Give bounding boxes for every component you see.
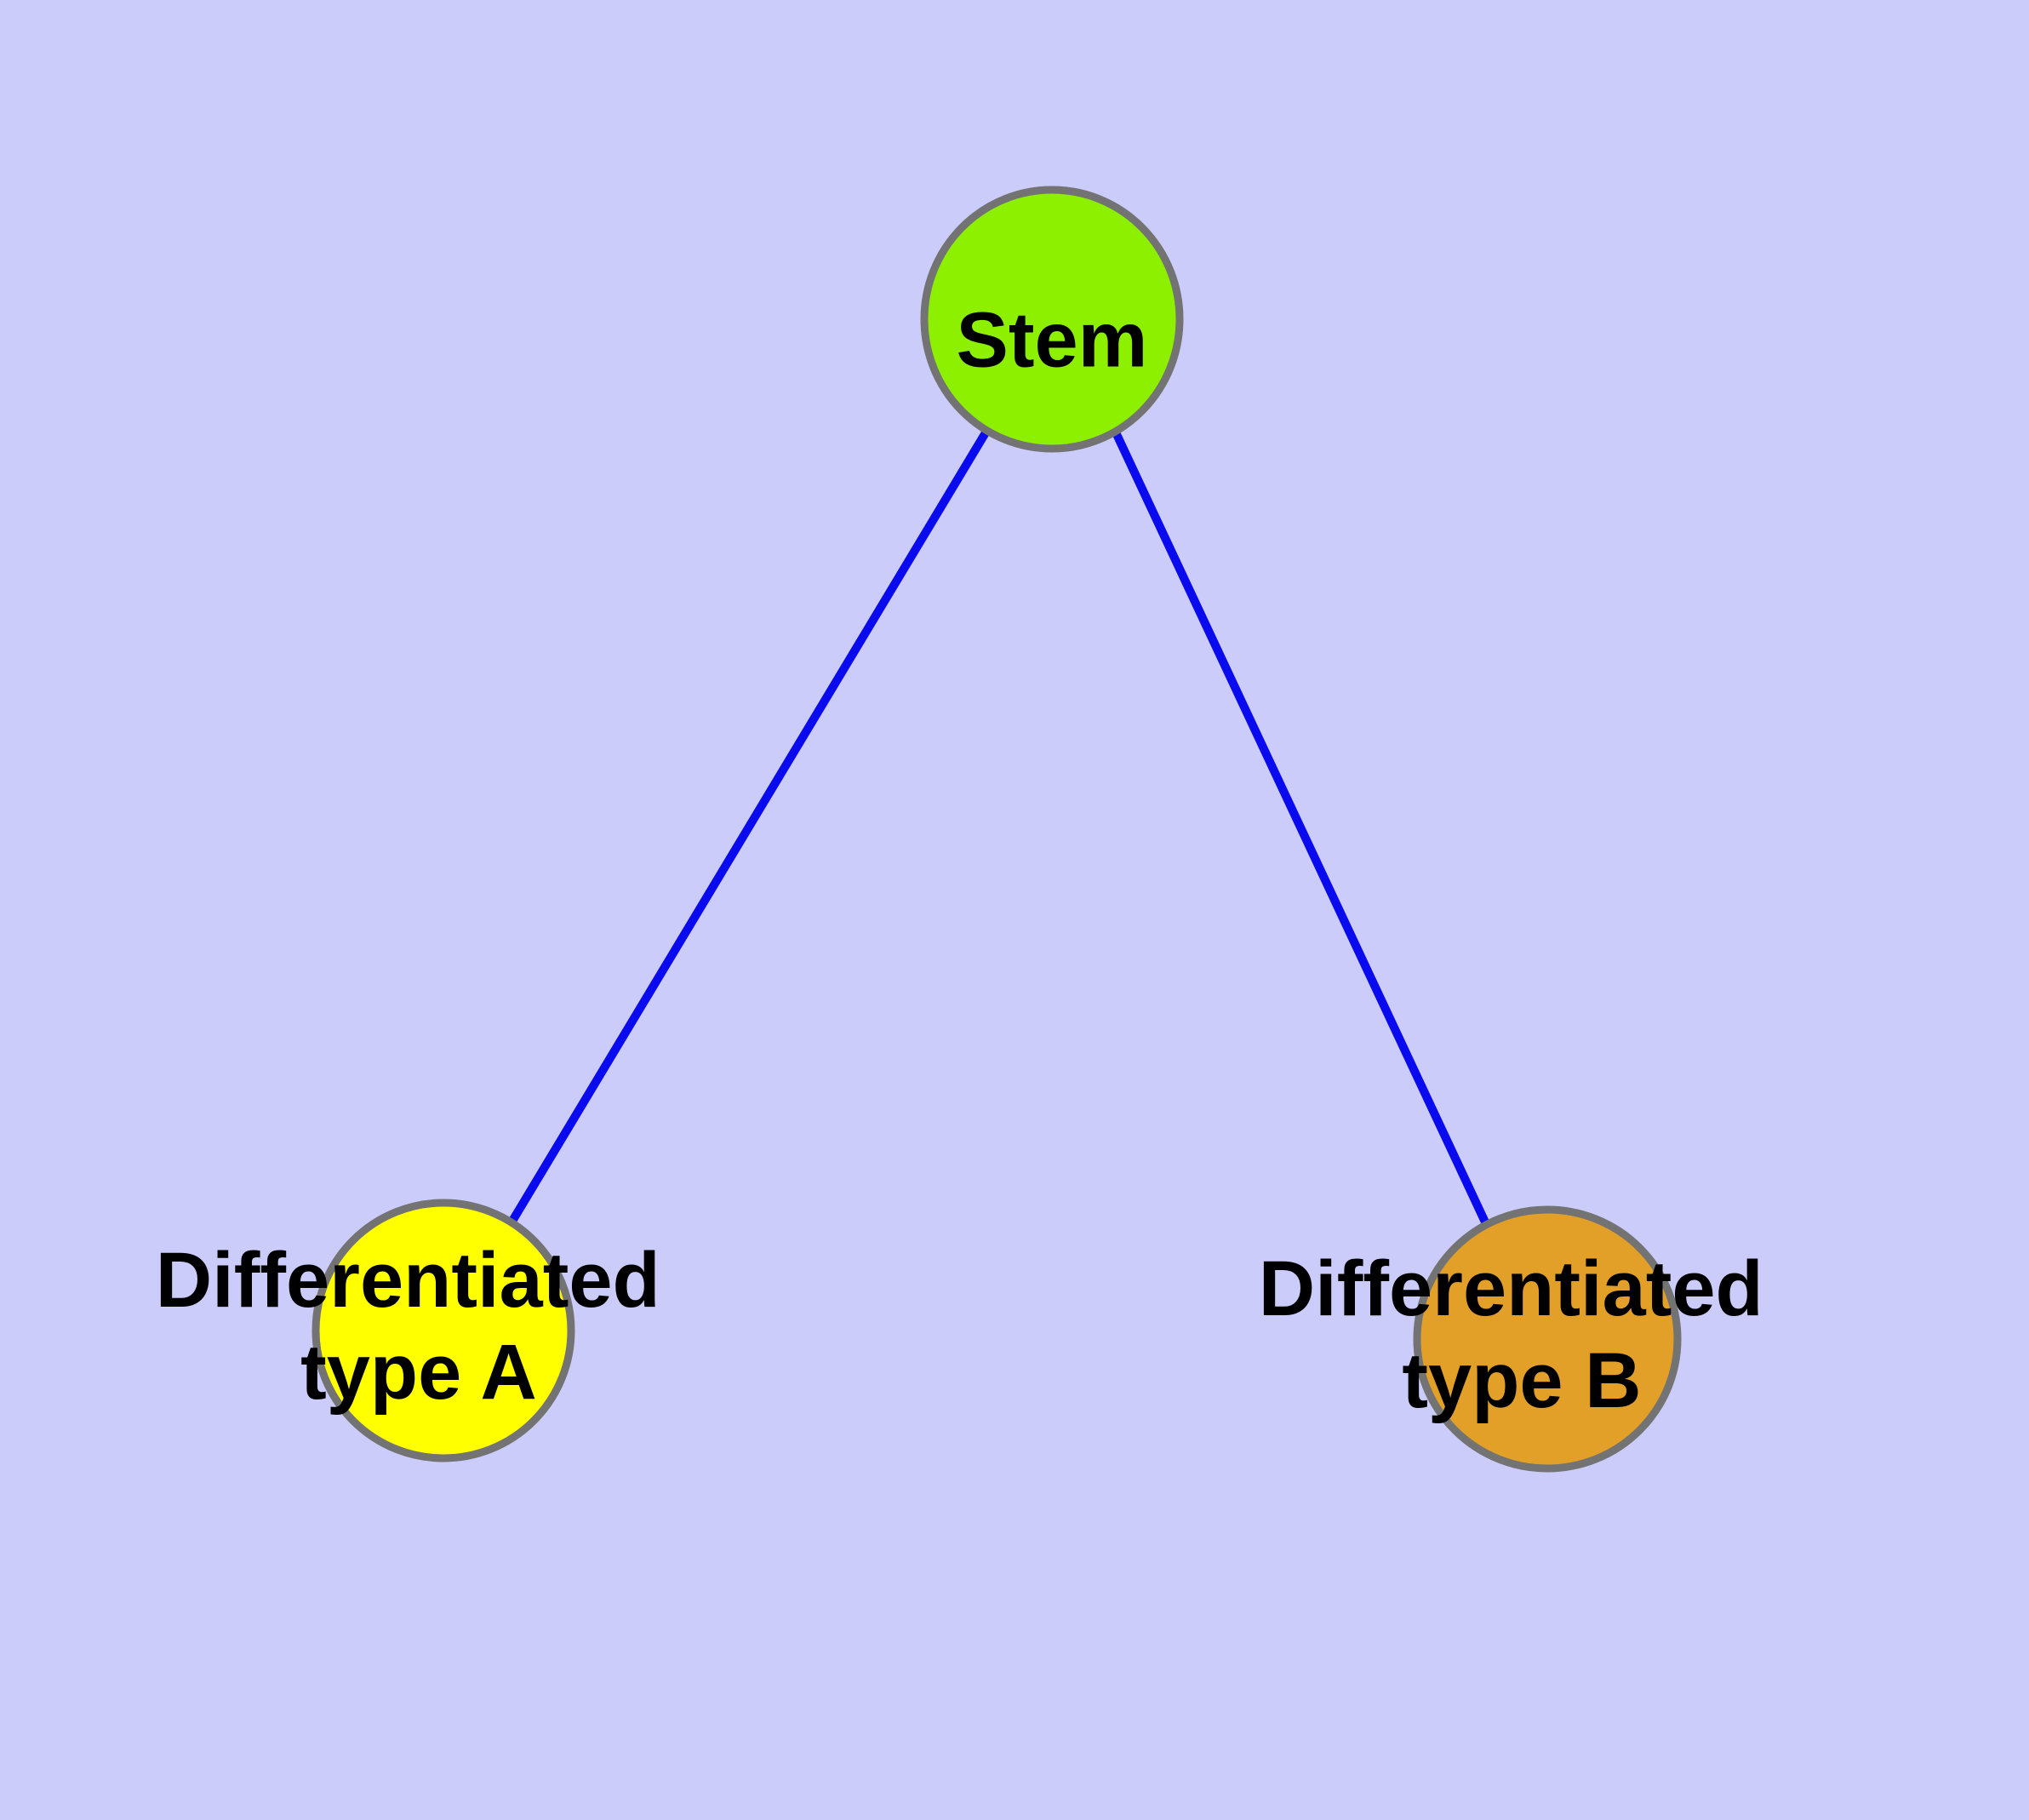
node-layer [311,186,1682,1473]
edge-stem-to-differentiated-type-b[interactable] [1112,430,1492,1230]
node-differentiated-type-b-circle[interactable] [1413,1205,1682,1473]
node-differentiated-type-a-label: Differentiated type A [156,1237,683,1416]
node-differentiated-type-a-label-line-1: Differentiated [156,1237,660,1324]
node-differentiated-type-b-label-line-2: type B [1402,1337,1641,1424]
node-stem-label-line-1: Stem [957,297,1148,384]
label-layer: Stem Differentiated type A Differentiate… [156,297,1786,1424]
node-stem-label: Stem [957,297,1148,384]
node-differentiated-type-a-circle[interactable] [311,1199,575,1462]
edge-layer [507,427,1492,1230]
node-differentiated-type-b-label: Differentiated type B [1259,1245,1786,1424]
node-differentiated-type-a-label-line-2: type A [300,1329,537,1416]
node-stem-circle[interactable] [920,186,1184,453]
edge-stem-to-differentiated-type-a[interactable] [507,427,992,1225]
node-differentiated-type-b-label-line-1: Differentiated [1259,1245,1763,1332]
